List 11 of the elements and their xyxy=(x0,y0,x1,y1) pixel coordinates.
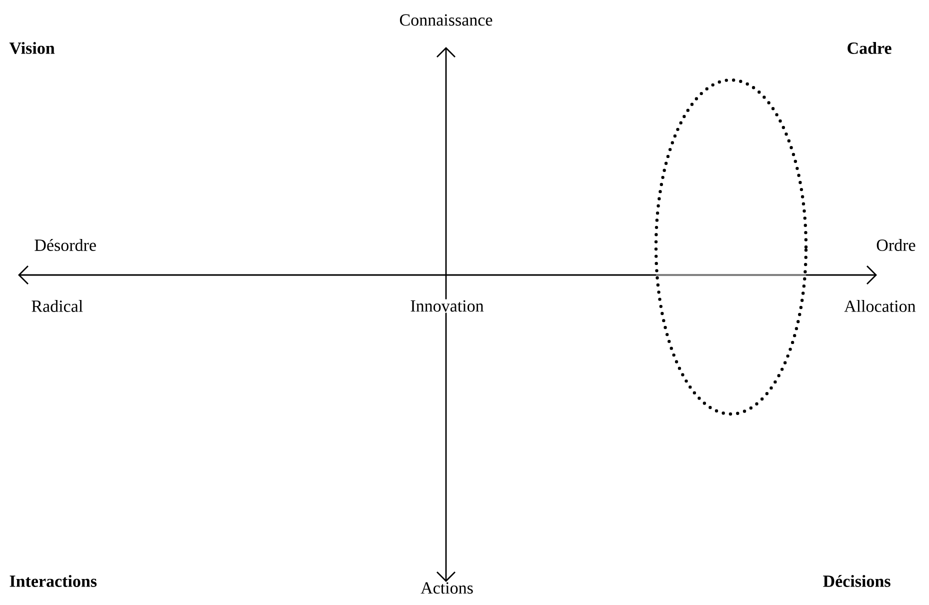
quadrant-label: Décisions xyxy=(823,575,890,587)
quadrant-label: Cadre xyxy=(848,42,892,54)
axis-label: Radical xyxy=(32,300,83,312)
quadrant-label: Interactions xyxy=(10,575,97,587)
axis-label: Allocation xyxy=(844,300,916,312)
axis-label: Connaissance xyxy=(400,14,492,26)
axis-label: Désordre xyxy=(34,239,96,251)
center-label: Innovation xyxy=(409,299,485,313)
axis-label: Ordre xyxy=(876,239,916,251)
quadrant-label: Vision xyxy=(9,42,55,54)
axis-label: Actions xyxy=(420,582,473,594)
